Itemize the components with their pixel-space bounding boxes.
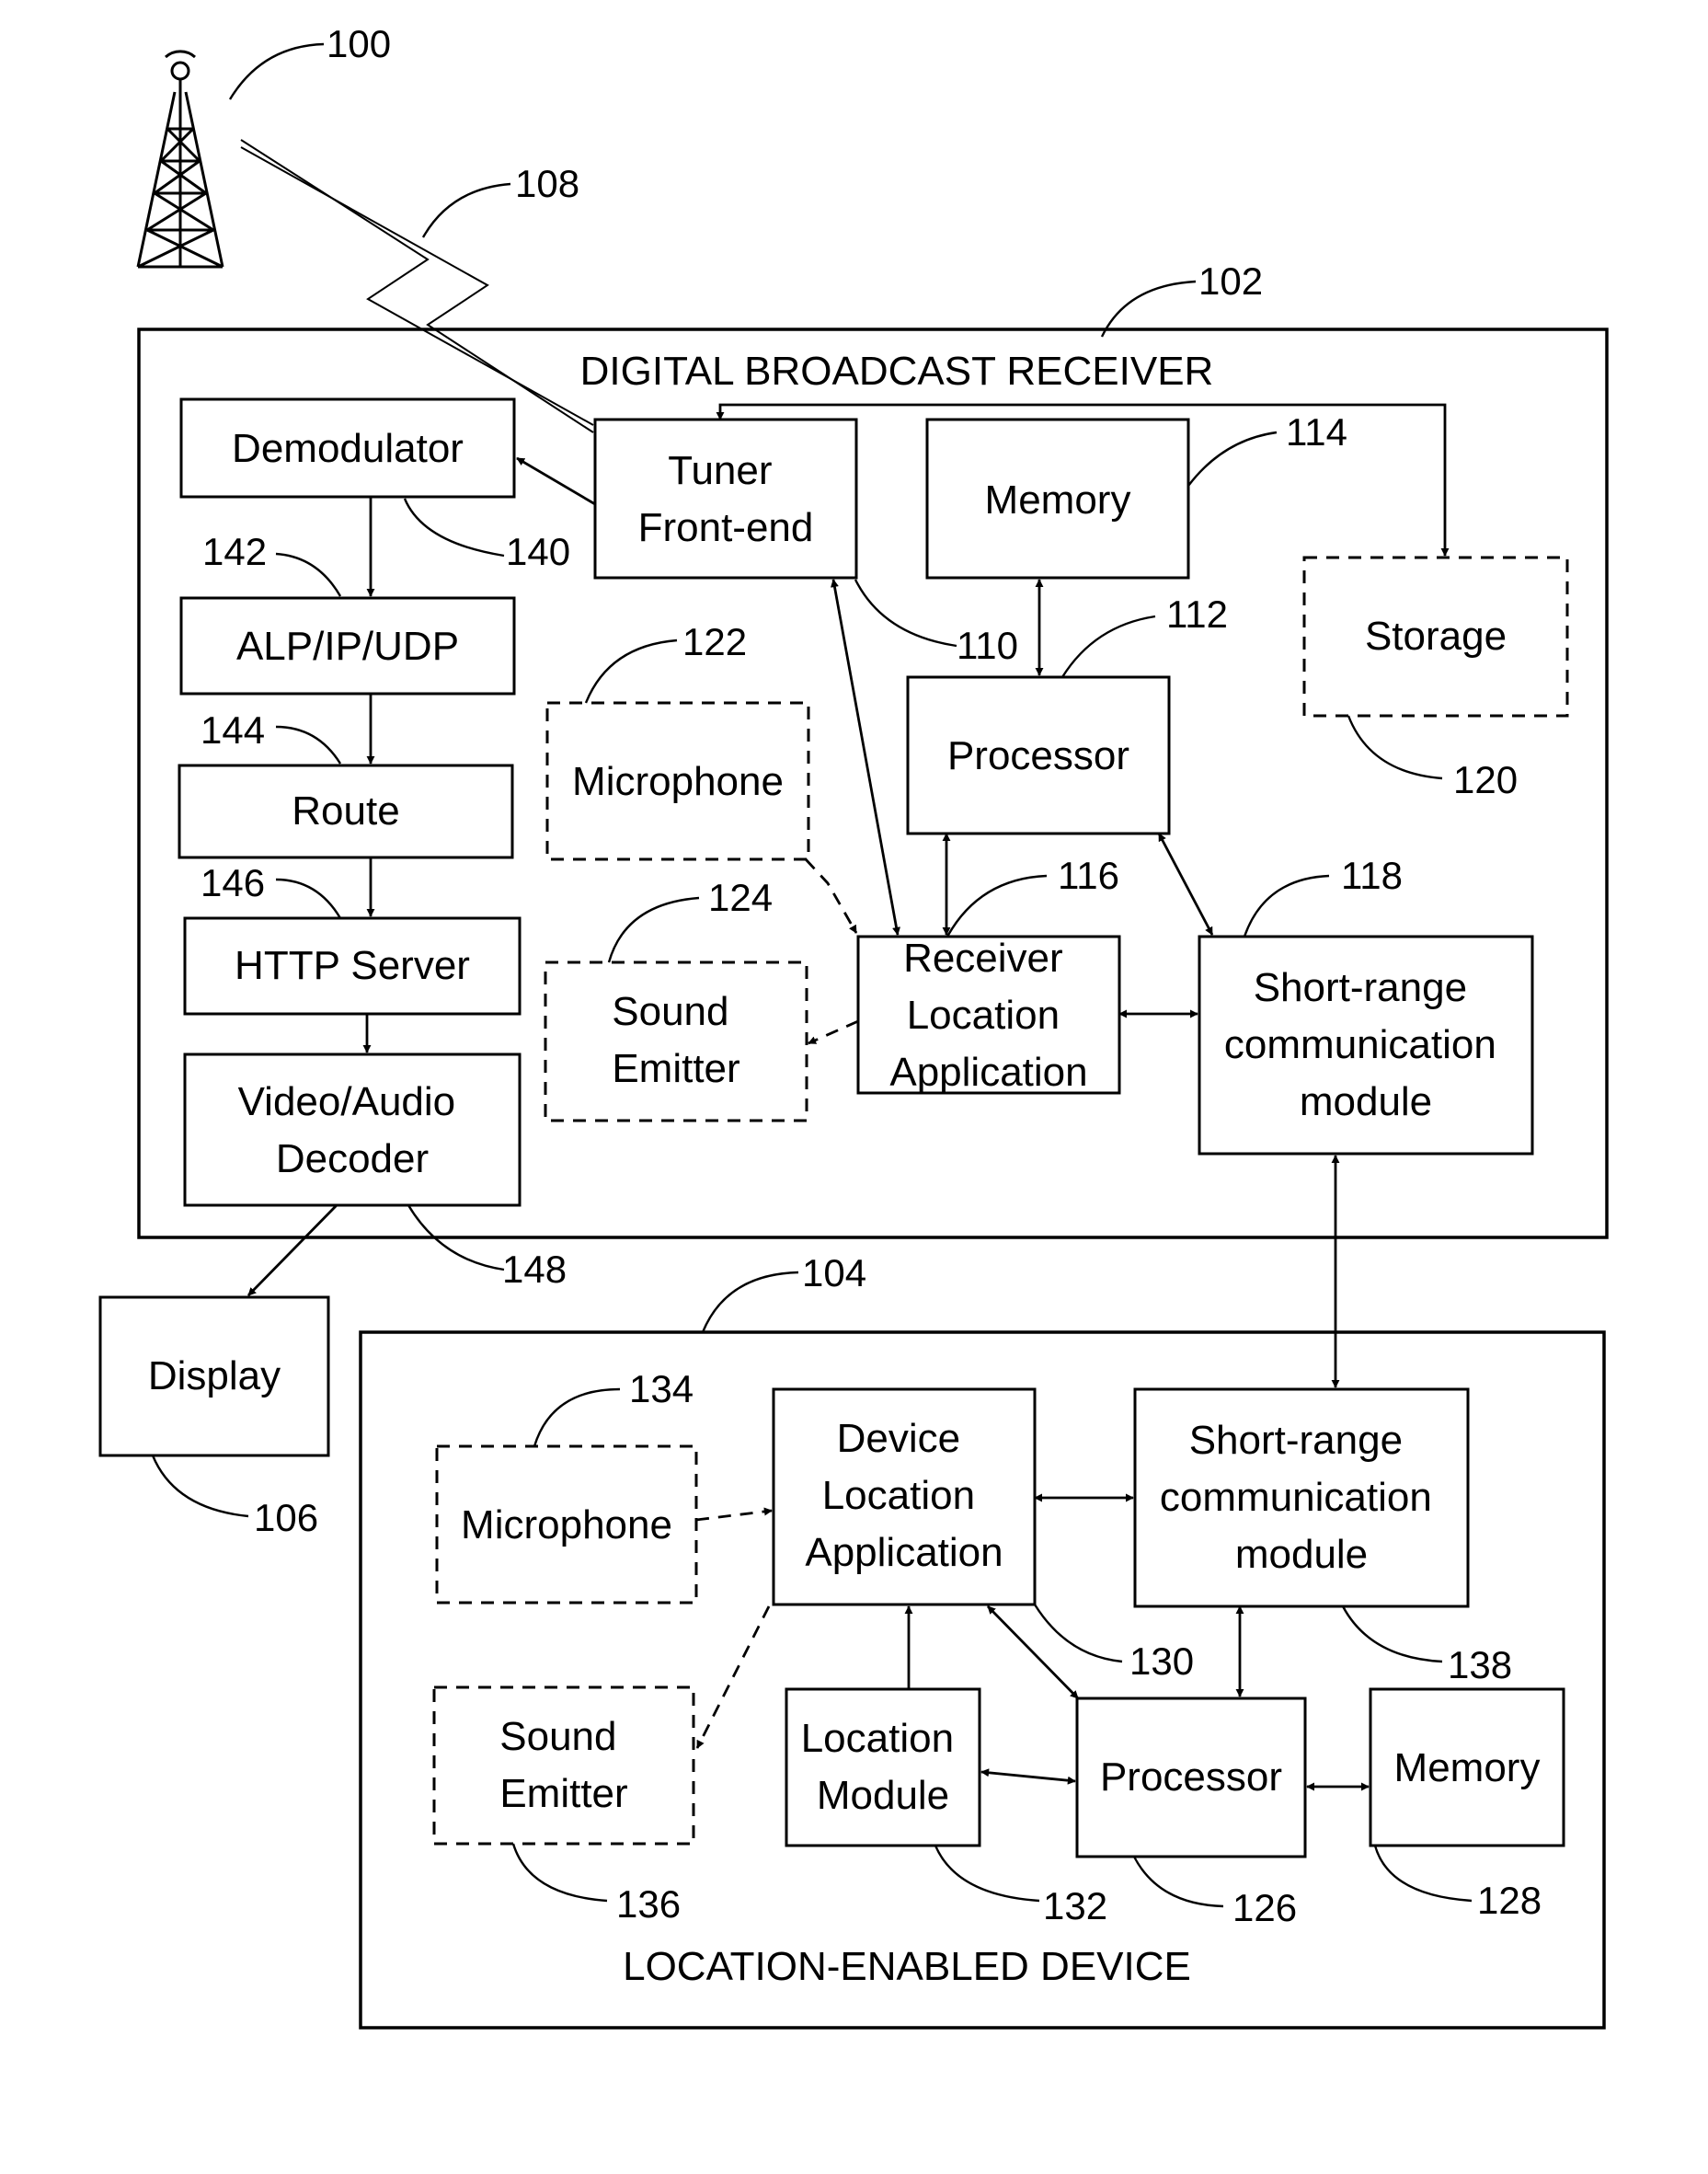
dashed-arrow-receiver-app-to-sound bbox=[808, 1021, 858, 1043]
tuner-front-end-block: Tuner Front-end bbox=[595, 420, 856, 578]
ref-130: 130 bbox=[1129, 1639, 1194, 1683]
http-server-label: HTTP Server bbox=[235, 943, 470, 988]
arrow-tuner-to-demodulator bbox=[517, 458, 595, 504]
ref-122: 122 bbox=[682, 620, 747, 663]
arrow-tuner-receiver-app bbox=[833, 580, 898, 935]
microphone-block-device: Microphone bbox=[437, 1446, 696, 1603]
ref-148: 148 bbox=[502, 1248, 567, 1291]
short-range-communication-module-device: Short-range communication module bbox=[1135, 1389, 1468, 1606]
receiver-location-application-label: Receiver Location Application bbox=[889, 936, 1087, 1095]
processor-label: Processor bbox=[1100, 1754, 1282, 1800]
broadcast-tower-icon bbox=[138, 52, 223, 267]
ref-100: 100 bbox=[327, 22, 391, 65]
route-label: Route bbox=[292, 788, 399, 834]
ref-110: 110 bbox=[957, 624, 1018, 667]
http-server-block: HTTP Server bbox=[185, 918, 520, 1014]
memory-block-device: Memory bbox=[1370, 1689, 1564, 1846]
demodulator-block: Demodulator bbox=[181, 399, 514, 497]
microphone-label: Microphone bbox=[461, 1502, 672, 1547]
location-module-block: Location Module bbox=[786, 1689, 980, 1846]
processor-label: Processor bbox=[947, 733, 1129, 778]
memory-block-receiver: Memory bbox=[927, 420, 1188, 578]
video-audio-decoder-block: Video/Audio Decoder bbox=[185, 1054, 520, 1205]
alp-ip-udp-block: ALP/IP/UDP bbox=[181, 598, 514, 694]
ref-128: 128 bbox=[1477, 1879, 1542, 1922]
ref-124: 124 bbox=[708, 876, 773, 919]
sound-emitter-block-receiver: Sound Emitter bbox=[545, 962, 807, 1121]
ref-126: 126 bbox=[1232, 1886, 1297, 1929]
ref-140: 140 bbox=[506, 530, 570, 573]
ref-134: 134 bbox=[629, 1367, 694, 1410]
ref-142: 142 bbox=[202, 530, 267, 573]
arrow-decoder-to-display bbox=[248, 1205, 337, 1295]
microphone-label: Microphone bbox=[572, 759, 784, 804]
ref-132: 132 bbox=[1043, 1884, 1107, 1927]
device-title: LOCATION-ENABLED DEVICE bbox=[623, 1944, 1191, 1989]
ref-106: 106 bbox=[254, 1496, 318, 1539]
ref-136: 136 bbox=[616, 1882, 681, 1926]
short-range-communication-module-receiver: Short-range communication module bbox=[1199, 937, 1532, 1154]
alp-label: ALP/IP/UDP bbox=[236, 624, 459, 669]
processor-block-receiver: Processor bbox=[908, 677, 1169, 834]
ref-144: 144 bbox=[201, 708, 265, 752]
display-label: Display bbox=[148, 1353, 281, 1398]
demodulator-label: Demodulator bbox=[232, 426, 464, 471]
display-block: Display bbox=[100, 1297, 328, 1455]
arrow-location-module-processor bbox=[981, 1772, 1075, 1781]
dashed-arrow-mic-to-receiver-app bbox=[806, 859, 856, 933]
sound-emitter-block-device: Sound Emitter bbox=[434, 1687, 694, 1844]
ref-116: 116 bbox=[1058, 854, 1119, 897]
ref-112: 112 bbox=[1166, 592, 1228, 636]
ref-108: 108 bbox=[515, 162, 579, 205]
ref-146: 146 bbox=[201, 861, 265, 904]
arrow-device-app-processor bbox=[988, 1606, 1078, 1698]
receiver-location-application-block: Receiver Location Application bbox=[858, 936, 1119, 1095]
memory-label: Memory bbox=[985, 477, 1131, 523]
receiver-title: DIGITAL BROADCAST RECEIVER bbox=[580, 349, 1214, 394]
memory-label: Memory bbox=[1394, 1745, 1541, 1790]
processor-block-device: Processor bbox=[1077, 1698, 1305, 1857]
dashed-arrow-mic-to-device-app bbox=[696, 1511, 772, 1520]
ref-102: 102 bbox=[1198, 259, 1263, 303]
ref-104: 104 bbox=[802, 1251, 866, 1294]
microphone-block-receiver: Microphone bbox=[547, 703, 808, 859]
device-location-application-block: Device Location Application bbox=[774, 1389, 1035, 1605]
dashed-arrow-device-app-to-sound bbox=[697, 1606, 769, 1748]
storage-block: Storage bbox=[1304, 558, 1567, 716]
ref-138: 138 bbox=[1448, 1643, 1512, 1686]
ref-114: 114 bbox=[1286, 410, 1347, 454]
storage-label: Storage bbox=[1365, 614, 1507, 659]
ref-118: 118 bbox=[1341, 854, 1403, 897]
arrow-processor-short-range bbox=[1159, 834, 1212, 935]
route-block: Route bbox=[179, 765, 512, 857]
ref-120: 120 bbox=[1453, 758, 1518, 801]
